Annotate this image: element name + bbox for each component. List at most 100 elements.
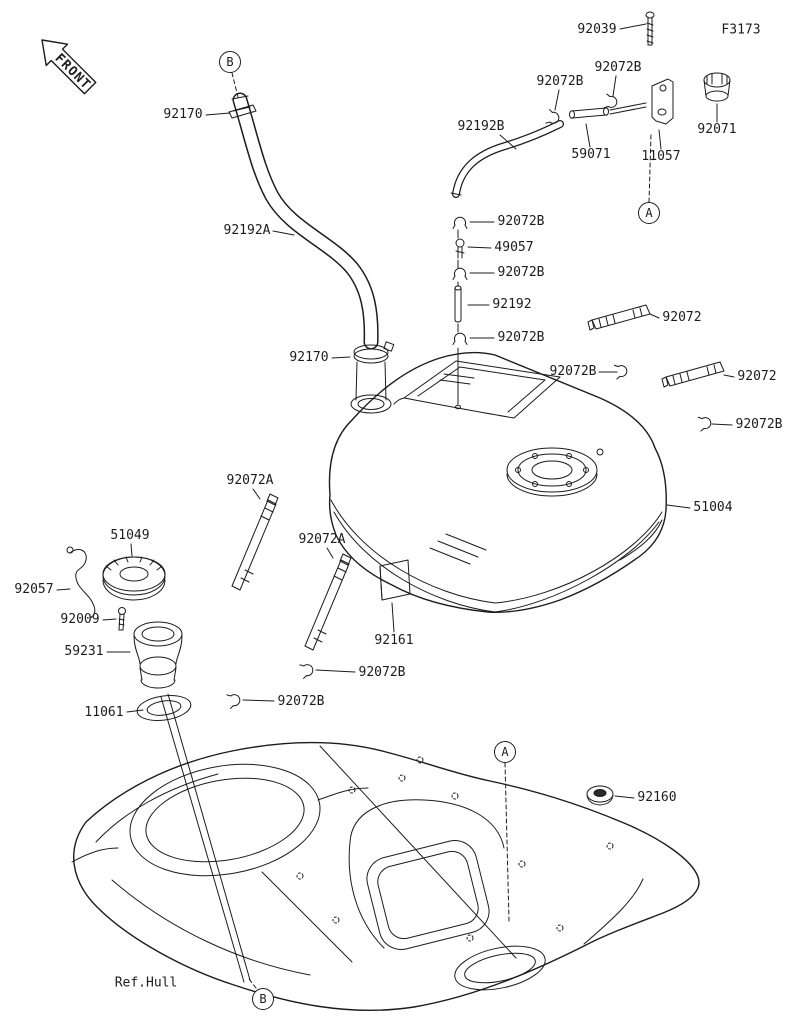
part-92072B-clamp [452, 216, 468, 229]
part-label-92072: 92072 [662, 310, 702, 325]
part-label-92160: 92160 [637, 790, 677, 805]
part-neck-tube [355, 361, 387, 401]
vent-line-end [455, 404, 461, 410]
leader-line [242, 699, 275, 702]
leader-line [649, 313, 660, 319]
part-label-92072B: 92072B [497, 214, 545, 229]
part-label-51049: 51049 [110, 528, 150, 543]
leader-line [205, 112, 231, 116]
leader-line [619, 23, 647, 30]
leader-line [467, 246, 492, 249]
leader-line [554, 89, 560, 111]
leader-line [130, 543, 133, 557]
leader-line [499, 134, 517, 150]
leader-line [56, 588, 71, 591]
part-92072B-clamp [603, 93, 619, 111]
part-label-92072B: 92072B [735, 417, 783, 432]
part-11057-bracket [651, 78, 674, 125]
part-label-92170: 92170 [289, 350, 329, 365]
part-92192A-hose [231, 92, 379, 350]
part-label-11057: 11057 [641, 149, 681, 164]
part-92009-screw [118, 607, 126, 631]
leader-line [666, 504, 691, 509]
leader-line [272, 230, 295, 236]
part-label-92072B: 92072B [497, 330, 545, 345]
part-label-92192A: 92192A [223, 223, 271, 238]
part-51004-fuel-tank [328, 351, 667, 613]
leader-line [612, 75, 617, 97]
part-92072B-clamp [697, 414, 713, 432]
part-label-92072B: 92072B [358, 665, 406, 680]
part-label-59071: 59071 [571, 147, 611, 162]
detail-marker-B: B [252, 988, 274, 1010]
part-label-92072A: 92072A [226, 473, 274, 488]
leader-line [585, 123, 591, 148]
marker-links [231, 72, 652, 989]
leader-line [614, 795, 635, 799]
part-92072B-clamp [452, 332, 468, 345]
part-label-92170: 92170 [163, 107, 203, 122]
part-92072B-clamp [613, 362, 629, 380]
front-arrow: FRONT [41, 39, 97, 95]
part-92071-cap [703, 72, 731, 102]
part-label-11061: 11061 [84, 705, 124, 720]
ref-hull-label: Ref.Hull [114, 975, 178, 991]
leader-lines [56, 23, 735, 799]
leader-line [326, 547, 334, 559]
part-label-92072B: 92072B [497, 265, 545, 280]
part-59071-pipe [569, 102, 647, 119]
part-92057-wire [66, 546, 96, 619]
detail-marker-B: B [219, 51, 241, 73]
part-label-59231: 59231 [64, 644, 104, 659]
part-92192B-hose [450, 120, 564, 198]
part-92170-clamp-top [228, 104, 257, 119]
detail-marker-A: A [638, 202, 660, 224]
part-11061-gasket [136, 695, 192, 721]
part-label-92072B: 92072B [594, 60, 642, 75]
figure-code: F3173 [721, 22, 761, 38]
leader-line [252, 488, 261, 500]
leader-line [126, 709, 144, 713]
part-label-92009: 92009 [60, 612, 100, 627]
part-92072-strap [661, 361, 725, 388]
leader-line [391, 602, 395, 633]
part-92072B-clamp [226, 691, 242, 709]
leader-line [723, 374, 735, 378]
leader-line [331, 356, 351, 359]
part-92160-grommet [586, 785, 614, 806]
part-92039-pin [645, 11, 655, 46]
part-92072B-clamp [299, 661, 315, 679]
part-label-92071: 92071 [697, 122, 737, 137]
part-label-92057: 92057 [14, 582, 54, 597]
leader-line [711, 423, 733, 426]
part-92072A-strap [231, 493, 279, 591]
leader-line [102, 618, 117, 621]
part-label-51004: 51004 [693, 500, 733, 515]
part-92072-strap [587, 304, 651, 331]
front-label: FRONT [52, 51, 94, 93]
part-label-92192: 92192 [492, 297, 532, 312]
part-label-92072B: 92072B [536, 74, 584, 89]
part-label-92192B: 92192B [457, 119, 505, 134]
part-51049-fuel-cap [102, 556, 166, 601]
mount-axis-line [160, 693, 251, 983]
part-label-92072B: 92072B [277, 694, 325, 709]
leader-line [658, 129, 662, 150]
part-label-92072: 92072 [737, 369, 777, 384]
detail-marker-A: A [494, 741, 516, 763]
part-92072A-strap [304, 553, 352, 651]
part-label-49057: 49057 [494, 240, 534, 255]
part-59231-filler-neck [133, 621, 183, 689]
part-92170-clamp-mid [353, 341, 395, 364]
part-92161-damper [379, 559, 411, 601]
part-92072B-clamp [452, 267, 468, 280]
part-label-92161: 92161 [374, 633, 414, 648]
part-92192-tube [454, 285, 462, 323]
part-label-92072B: 92072B [549, 364, 597, 379]
part-label-92039: 92039 [577, 22, 617, 37]
part-49057-valve [455, 238, 465, 259]
part-label-92072A: 92072A [298, 532, 346, 547]
leader-line [315, 669, 356, 673]
